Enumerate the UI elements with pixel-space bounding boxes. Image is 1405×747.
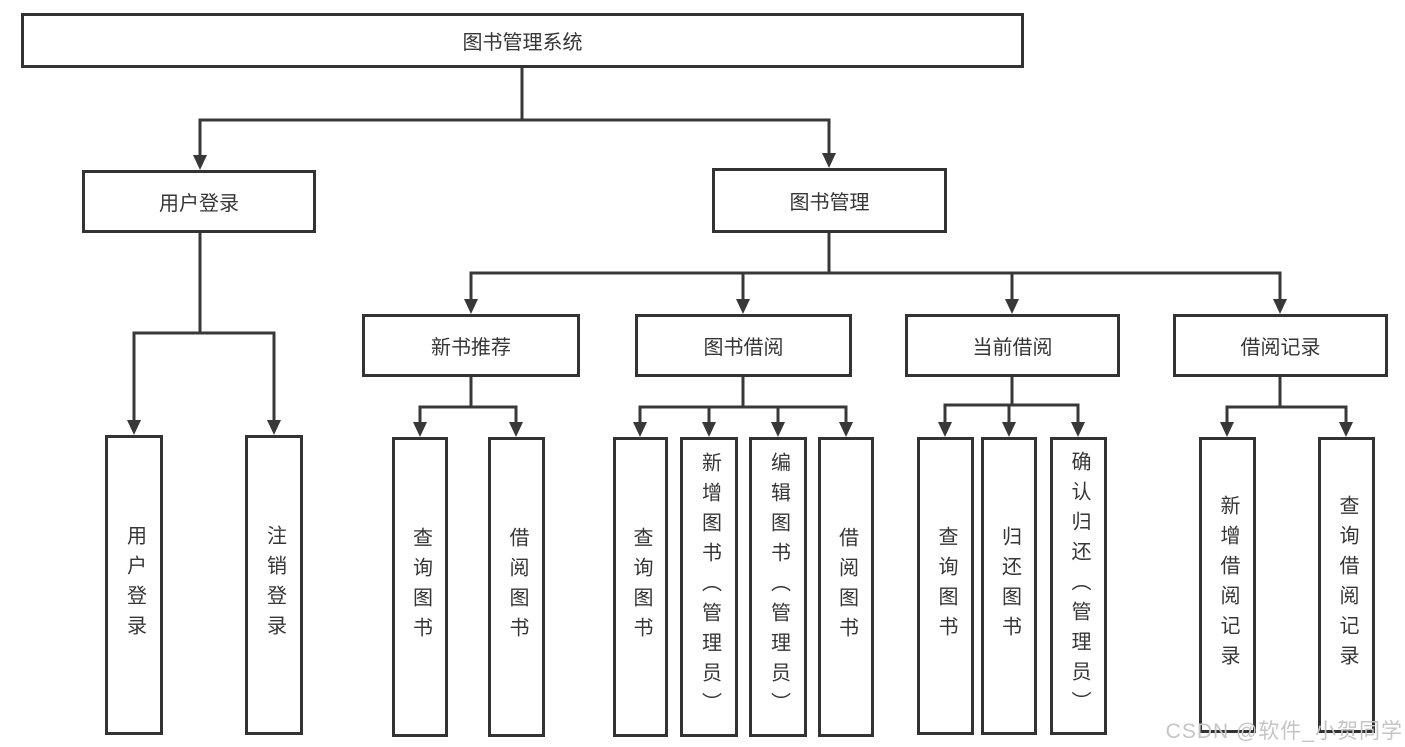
connectors-root bbox=[193, 68, 836, 170]
node-bb-edit-book-label: 编辑图书（管理员） bbox=[767, 452, 790, 722]
node-current-borrow: 当前借阅 bbox=[905, 314, 1120, 377]
node-new-book-recommend: 新书推荐 bbox=[362, 314, 580, 377]
node-bb-borrow-book: 借阅图书 bbox=[818, 437, 874, 737]
node-book-management: 图书管理 bbox=[712, 168, 947, 233]
connectors-borrow-record bbox=[1220, 377, 1353, 437]
node-user-login-label: 用户登录 bbox=[159, 193, 239, 215]
node-book-management-label: 图书管理 bbox=[789, 192, 870, 214]
node-borrow-record: 借阅记录 bbox=[1173, 314, 1388, 377]
node-cb-return-book: 归还图书 bbox=[981, 437, 1037, 735]
node-cb-query-book: 查询图书 bbox=[917, 437, 974, 735]
node-br-query-record: 查询借阅记录 bbox=[1318, 437, 1375, 733]
node-current-borrow-label: 当前借阅 bbox=[972, 337, 1053, 359]
node-book-borrow: 图书借阅 bbox=[635, 314, 852, 377]
connectors-book-borrow bbox=[633, 377, 853, 437]
node-logout-label: 注销登录 bbox=[263, 525, 286, 645]
node-br-add-record: 新增借阅记录 bbox=[1199, 437, 1256, 733]
node-bb-edit-book: 编辑图书（管理员） bbox=[749, 437, 807, 737]
node-nb-query-book: 查询图书 bbox=[392, 437, 448, 737]
node-nb-borrow-book: 借阅图书 bbox=[488, 437, 545, 737]
node-bb-query-book-label: 查询图书 bbox=[630, 527, 652, 647]
node-login-label: 用户登录 bbox=[123, 525, 146, 645]
node-br-query-record-label: 查询借阅记录 bbox=[1336, 495, 1358, 675]
connectors-current-borrow bbox=[938, 377, 1085, 437]
connectors-book-management bbox=[464, 233, 1287, 314]
node-borrow-record-label: 借阅记录 bbox=[1240, 337, 1321, 359]
node-cb-confirm-return-label: 确认归还（管理员） bbox=[1068, 451, 1090, 721]
csdn-watermark: CSDN @软件_小贺同学 bbox=[1165, 720, 1403, 743]
node-cb-confirm-return: 确认归还（管理员） bbox=[1050, 437, 1107, 735]
node-br-add-record-label: 新增借阅记录 bbox=[1217, 495, 1239, 675]
node-new-book-recommend-label: 新书推荐 bbox=[431, 337, 511, 359]
node-nb-query-book-label: 查询图书 bbox=[409, 527, 432, 647]
node-bb-query-book: 查询图书 bbox=[613, 437, 668, 737]
node-user-login: 用户登录 bbox=[82, 170, 316, 233]
node-logout: 注销登录 bbox=[245, 435, 303, 735]
node-bb-add-book-label: 新增图书（管理员） bbox=[698, 452, 721, 722]
node-nb-borrow-book-label: 借阅图书 bbox=[506, 527, 528, 647]
connectors-new-book-recommend bbox=[413, 377, 523, 437]
node-root: 图书管理系统 bbox=[21, 13, 1024, 68]
node-cb-query-book-label: 查询图书 bbox=[935, 526, 957, 646]
connectors-user-login bbox=[127, 233, 281, 435]
node-login: 用户登录 bbox=[105, 435, 163, 735]
node-bb-add-book: 新增图书（管理员） bbox=[680, 437, 738, 737]
node-root-label: 图书管理系统 bbox=[462, 32, 583, 54]
node-book-borrow-label: 图书借阅 bbox=[703, 337, 784, 359]
node-bb-borrow-book-label: 借阅图书 bbox=[835, 527, 858, 647]
node-cb-return-book-label: 归还图书 bbox=[998, 526, 1021, 646]
